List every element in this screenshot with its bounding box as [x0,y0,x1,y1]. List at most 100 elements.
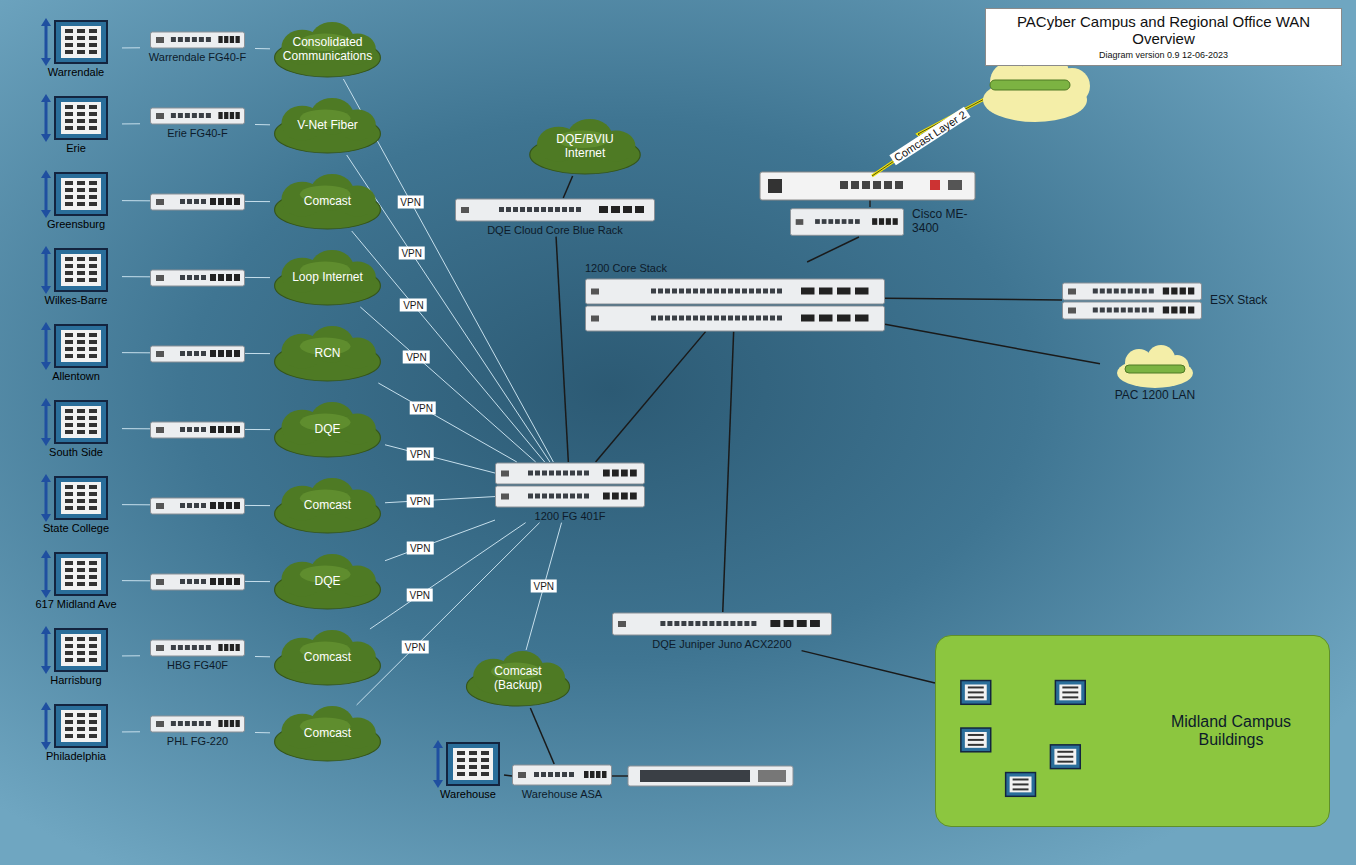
connector [255,48,270,49]
node-label: PAC 1200 LAN [1115,389,1196,403]
cloudL-node: PAC 1200 LAN [1100,345,1210,403]
cloud-node: V-Net Fiber [270,97,385,155]
device-icon [150,107,245,125]
device-icon [512,764,612,786]
device-icon [612,612,832,636]
node-label: Erie [66,142,86,155]
dev-node: Warrendale FG40-F [140,31,255,64]
node-label: V-Net Fiber [297,119,358,133]
vpn-label: VPN [531,580,558,593]
connector [255,124,270,125]
connector [802,651,935,683]
dev-node: Erie FG40-F [140,107,255,140]
node-label: Consolidated Communications [283,36,372,64]
dev-node: PHL FG-220 [140,715,255,748]
node-label: DQE [314,575,340,589]
node-label: Comcast [304,651,351,665]
cloud-node: Comcast [270,477,385,535]
dev-node: HBG FG40F [140,639,255,672]
connector [122,731,140,732]
cloud-node: RCN [270,325,385,383]
device-icon [585,278,885,332]
vpn-label: VPN [400,298,427,311]
site-icon [433,740,503,788]
connector [556,237,568,462]
cloud-node: Comcast [270,705,385,763]
device-icon [150,715,245,733]
node-label: Warrendale FG40-F [149,51,246,64]
connector [885,324,1100,363]
device-icon [1062,282,1202,320]
node-label: State College [43,522,109,535]
connector [255,732,270,733]
node-label: Warehouse [440,788,496,801]
device-icon [150,639,245,657]
node-label: HBG FG40F [167,659,228,672]
node-label: Greensburg [47,218,105,231]
node-label: 1200 FG 401F [535,510,606,523]
title-box: PACyber Campus and Regional Office WAN O… [985,8,1342,66]
cloud-node: DQE [270,553,385,611]
node-label: DQE [314,423,340,437]
cloud-node: Comcast [270,629,385,687]
site-node: Philadelphia [30,702,122,763]
site-node: 617 Midland Ave [30,550,122,611]
diagram-title: PACyber Campus and Regional Office WAN O… [986,13,1341,48]
connector [385,497,495,503]
node-label: DQE/BVIU Internet [539,133,631,161]
diagram-caption: Diagram version 0.9 12-06-2023 [986,50,1341,60]
cloud-node: DQE/BVIU Internet [525,118,645,176]
device-icon [495,462,645,508]
site-node: State College [30,474,122,535]
site-node: Harrisburg [30,626,122,687]
site-node: Erie [30,94,122,155]
warehouse-switch [612,766,793,786]
lan-cloud [1115,345,1195,389]
connector [255,656,270,657]
node-label: DQE Juniper Juno ACX2200 [652,638,791,651]
devR-node: Cisco ME-3400 [790,207,990,237]
node-label: 1200 Core Stack [585,262,667,275]
devR-node: ESX Stack [1062,282,1272,320]
node-label: Philadelphia [46,750,106,763]
node-label: 617 Midland Ave [35,598,116,611]
node-label: Loop Internet [292,271,363,285]
vpn-label: VPN [398,247,425,260]
node-label: Comcast [304,499,351,513]
connector [563,176,572,198]
site-icon [41,94,111,142]
node-label: ESX Stack [1210,294,1267,308]
connector [352,231,545,462]
device-icon [790,207,904,237]
connector [526,523,561,650]
connector [530,708,554,764]
node-label: Wilkes-Barre [45,294,108,307]
vpn-label: VPN [407,541,434,554]
node-label: Cisco ME-3400 [912,208,990,236]
site-icon [41,170,111,218]
site-node: Greensburg [30,170,122,231]
connector [723,332,734,612]
site-node: Wilkes-Barre [30,246,122,307]
connector [385,445,495,473]
node-label: Erie FG40-F [167,127,228,140]
connector [122,655,140,656]
node-label: Allentown [52,370,100,383]
site-icon [41,626,111,674]
node-label: DQE Cloud Core Blue Rack [487,224,623,237]
node-label: Comcast [304,195,351,209]
node-label: Harrisburg [50,674,101,687]
site-node: Warrendale [30,18,122,79]
site-node: Allentown [30,322,122,383]
site-icon [41,246,111,294]
firewall-icons [151,194,245,590]
connector [504,775,512,776]
connector [370,523,526,629]
dev-node: 1200 FG 401F [495,462,645,523]
link-label: Comcast Layer 2 [889,107,970,166]
node-label: Comcast (Backup) [476,665,560,693]
vpn-label: VPN [402,640,429,653]
node-label: Warehouse ASA [522,788,602,801]
comcast-l2-device [760,172,975,207]
